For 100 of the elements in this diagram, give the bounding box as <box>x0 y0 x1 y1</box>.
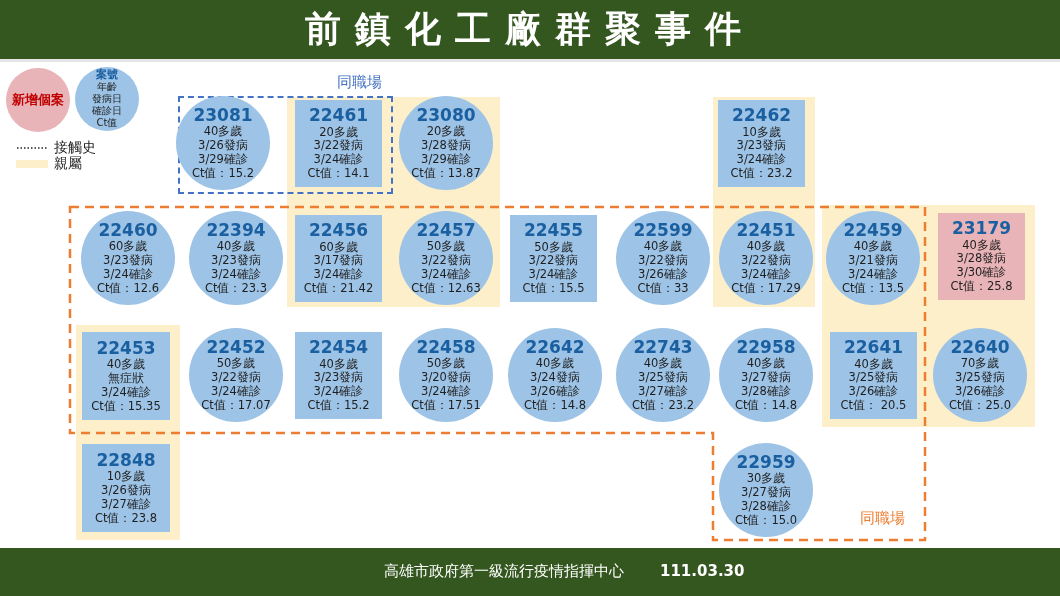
case-detail: Ct值：13.5 <box>841 281 905 296</box>
case-number: 23179 <box>951 219 1012 239</box>
legend-field-name: Ct值 <box>96 117 118 130</box>
case-card <box>295 100 382 187</box>
case-detail: 3/26發病 <box>198 138 248 153</box>
case-detail: Ct值：17.07 <box>201 398 271 413</box>
case-detail: 3/24確診 <box>848 267 898 282</box>
case-detail: 3/27確診 <box>638 384 688 399</box>
case-detail: 3/27確診 <box>101 497 151 512</box>
case-detail: 3/24確診 <box>313 385 364 399</box>
case-detail: 40多歲 <box>853 240 893 254</box>
case-detail: 3/29確診 <box>421 152 471 167</box>
case-detail: Ct值：21.42 <box>303 282 374 296</box>
case-detail: 3/24發病 <box>530 370 580 385</box>
case-detail: 40多歲 <box>643 240 683 254</box>
case-number: 22640 <box>950 337 1010 357</box>
case-detail: 50多歲 <box>426 240 466 254</box>
case-detail: 40多歲 <box>319 357 358 371</box>
case-number: 22457 <box>416 220 476 240</box>
case-detail: 3/24確診 <box>741 267 791 282</box>
case-detail: 3/23發病 <box>103 253 153 268</box>
case-detail: 40多歲 <box>643 357 683 371</box>
case-detail: Ct值：17.29 <box>731 281 801 296</box>
case-detail: 3/23發病 <box>736 139 787 153</box>
case-detail: Ct值：25.8 <box>950 280 1013 294</box>
case-detail: Ct值：12.6 <box>96 281 160 296</box>
case-detail: Ct值： 20.5 <box>840 399 907 413</box>
case-detail: 3/28確診 <box>741 499 791 514</box>
legend-heading: 案號 <box>96 68 118 82</box>
case-card <box>295 215 382 302</box>
case-detail: Ct值：23.8 <box>94 511 158 526</box>
case-detail: 3/24確診 <box>211 384 261 399</box>
case-detail: Ct值：14.1 <box>307 167 370 181</box>
case-detail: 40多歲 <box>203 125 243 139</box>
group-label: 同職場 <box>337 73 382 92</box>
case-detail: Ct值：15.35 <box>91 399 161 414</box>
case-detail: Ct值：23.2 <box>730 167 793 181</box>
case-detail: 3/23發病 <box>211 253 261 268</box>
case-detail: 3/22發病 <box>528 254 579 268</box>
case-detail: 70多歲 <box>960 357 1000 371</box>
case-detail: 3/27發病 <box>741 485 791 500</box>
case-number: 22959 <box>736 452 796 472</box>
case-detail: 3/24確診 <box>211 267 261 282</box>
legend-heading: 新增個案 <box>12 92 64 108</box>
case-detail: Ct值：25.0 <box>948 398 1012 413</box>
case-number: 23080 <box>416 105 476 125</box>
case-detail: 40多歲 <box>106 358 146 372</box>
case-number: 22743 <box>633 337 693 357</box>
case-detail: 3/23發病 <box>313 371 364 385</box>
case-card <box>82 332 170 420</box>
case-detail: 20多歲 <box>426 125 466 139</box>
case-number: 22453 <box>96 338 156 358</box>
case-detail: 3/24確診 <box>313 268 364 282</box>
case-detail: 40多歲 <box>535 357 575 371</box>
case-detail: 10多歲 <box>742 125 781 139</box>
case-detail: 3/25發病 <box>638 370 688 385</box>
group-label: 同職場 <box>860 509 905 528</box>
case-detail: Ct值：14.8 <box>523 398 587 413</box>
case-detail: Ct值：17.51 <box>411 398 481 413</box>
case-detail: 3/30確診 <box>956 266 1007 280</box>
case-detail: 無症狀 <box>108 371 144 386</box>
case-number: 22454 <box>308 338 369 358</box>
case-detail: 30多歲 <box>746 472 786 486</box>
case-number: 22460 <box>98 220 158 240</box>
case-detail: Ct值：23.3 <box>204 281 268 296</box>
case-detail: 3/24確診 <box>313 153 364 167</box>
case-detail: 3/17發病 <box>313 254 364 268</box>
case-detail: 3/25發病 <box>848 371 899 385</box>
legend-label: 親屬 <box>54 155 82 173</box>
case-detail: 3/28確診 <box>741 384 791 399</box>
case-number: 22455 <box>523 221 584 241</box>
case-detail: Ct值：33 <box>637 281 689 296</box>
case-detail: 3/24確診 <box>421 384 471 399</box>
case-card <box>82 444 170 532</box>
case-detail: 40多歲 <box>854 357 893 371</box>
case-detail: 3/21發病 <box>848 253 898 268</box>
case-detail: 10多歲 <box>106 470 146 484</box>
case-card <box>510 215 597 302</box>
case-number: 22394 <box>206 220 266 240</box>
case-number: 23081 <box>193 105 253 125</box>
case-detail: 40多歲 <box>216 240 256 254</box>
case-number: 22452 <box>206 337 266 357</box>
case-detail: 3/27發病 <box>741 370 791 385</box>
case-detail: 3/26確診 <box>638 267 688 282</box>
case-detail: 3/26確診 <box>848 385 899 399</box>
case-detail: 3/22發病 <box>741 253 791 268</box>
case-detail: 20多歲 <box>319 125 358 139</box>
case-detail: Ct值：15.0 <box>734 513 798 528</box>
legend-field-name: 確診日 <box>92 105 122 118</box>
case-detail: 60多歲 <box>108 240 148 254</box>
case-number: 22599 <box>633 220 693 240</box>
footer-text: 高雄市政府第一級流行疫情指揮中心 <box>384 562 624 581</box>
case-detail: 3/26發病 <box>101 483 151 498</box>
case-number: 22462 <box>731 106 792 126</box>
case-detail: 3/28發病 <box>956 252 1007 266</box>
case-detail: 3/25發病 <box>955 370 1005 385</box>
case-detail: 3/24確診 <box>528 268 579 282</box>
case-card <box>830 332 917 419</box>
case-detail: 50多歲 <box>534 240 573 254</box>
case-number: 22958 <box>736 337 796 357</box>
